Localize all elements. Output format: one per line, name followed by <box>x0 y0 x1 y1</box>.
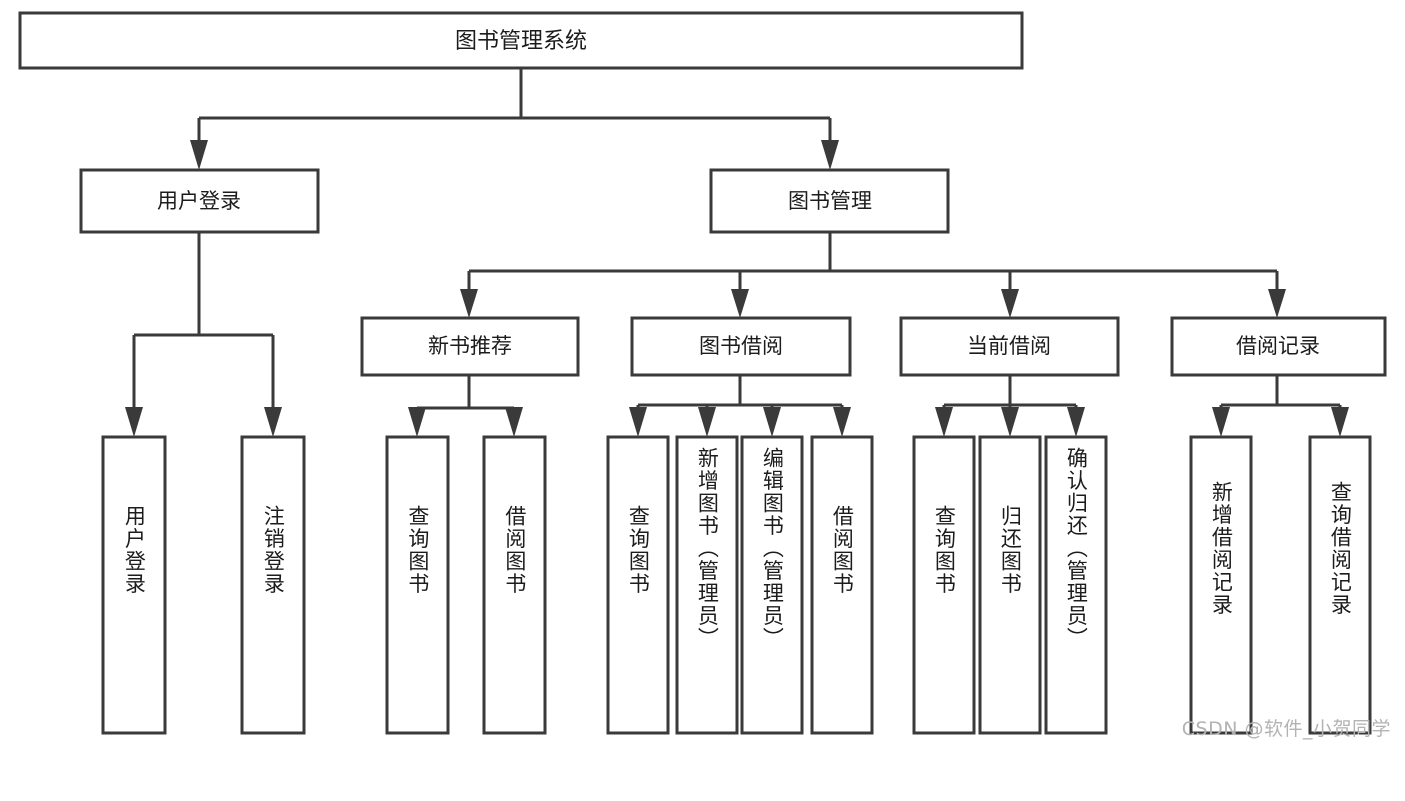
arrow-head-to-leaf-confirm-return-admin <box>1067 407 1085 437</box>
arrow-head-to-new-book-recommend <box>460 289 478 318</box>
leaf-user-login-box[interactable] <box>101 435 167 735</box>
node-borrow-record[interactable]: 借阅记录 <box>1170 316 1387 377</box>
node-book-borrow-label: 图书借阅 <box>699 334 783 358</box>
node-user-login-label: 用户登录 <box>157 189 241 213</box>
leaf-add-borrow-record-box[interactable] <box>1189 435 1253 735</box>
connector-new-book-recommend-to-leaves <box>415 375 516 419</box>
node-borrow-record-label: 借阅记录 <box>1236 334 1320 358</box>
node-new-book-recommend-label: 新书推荐 <box>428 334 512 358</box>
node-new-book-recommend[interactable]: 新书推荐 <box>360 316 580 377</box>
watermark-text: CSDN @软件_小贺同学 <box>1181 718 1391 740</box>
node-borrow-record-box[interactable] <box>1170 316 1387 377</box>
node-book-borrow-box[interactable] <box>630 316 852 377</box>
arrow-head-to-leaf-query-book-2 <box>629 407 647 437</box>
leaf-query-book-2-box[interactable] <box>606 435 670 735</box>
arrow-head-to-leaf-add-borrow-record <box>1212 407 1230 437</box>
leaf-return-book-box[interactable] <box>978 435 1042 735</box>
node-book-borrow[interactable]: 图书借阅 <box>630 316 852 377</box>
arrow-head-to-borrow-record <box>1268 289 1286 318</box>
leaf-borrow-book-2-box[interactable] <box>810 435 874 735</box>
arrow-head-to-leaf-user-login <box>125 407 143 437</box>
node-user-login-box[interactable] <box>79 168 320 234</box>
arrow-head-to-leaf-edit-book-admin <box>763 407 781 437</box>
node-book-management-label: 图书管理 <box>788 189 872 213</box>
arrow-head-to-book-management <box>821 140 839 170</box>
root-node-label: 图书管理系统 <box>455 29 587 54</box>
arrow-head-to-leaf-borrow-book-2 <box>833 407 851 437</box>
root-node-box[interactable] <box>18 11 1024 70</box>
connector-root-to-level2 <box>197 68 832 152</box>
root-node[interactable]: 图书管理系统 <box>18 11 1024 70</box>
arrow-head-to-user-login <box>190 140 208 170</box>
leaf-query-book-1-box[interactable] <box>385 435 450 735</box>
diagram-canvas: 图书管理系统 用户登录 图书管理 新书推荐 图书借阅 当前借阅 借阅记录 <box>18 11 1391 740</box>
connector-group <box>125 68 1349 437</box>
arrow-head-to-leaf-return-book <box>1001 407 1019 437</box>
arrow-head-to-current-borrow <box>1001 289 1019 318</box>
node-book-management[interactable]: 图书管理 <box>709 168 950 234</box>
arrow-head-to-leaf-query-book-1 <box>408 407 426 437</box>
node-current-borrow[interactable]: 当前借阅 <box>899 316 1120 377</box>
connector-borrow-record-to-leaves <box>1219 375 1342 419</box>
flowchart-svg: 图书管理系统 用户登录 图书管理 新书推荐 图书借阅 当前借阅 借阅记录 <box>18 11 1387 735</box>
node-current-borrow-box[interactable] <box>899 316 1120 377</box>
node-new-book-recommend-box[interactable] <box>360 316 580 377</box>
arrow-head-to-leaf-logout <box>264 407 282 437</box>
connector-book-borrow-to-leaves <box>636 375 844 419</box>
arrow-head-to-book-borrow <box>731 289 749 318</box>
connector-user-login-to-leaves <box>132 232 275 419</box>
arrow-head-to-leaf-query-book-3 <box>935 407 953 437</box>
leaf-logout-box[interactable] <box>240 435 306 735</box>
arrow-head-to-leaf-add-book-admin <box>698 407 716 437</box>
node-user-login[interactable]: 用户登录 <box>79 168 320 234</box>
leaf-borrow-book-1-box[interactable] <box>482 435 547 735</box>
leaf-confirm-return-admin-box[interactable] <box>1044 435 1108 735</box>
leaf-query-book-3-box[interactable] <box>912 435 976 735</box>
node-book-management-box[interactable] <box>709 168 950 234</box>
arrow-head-to-leaf-borrow-book-1 <box>505 407 523 437</box>
connector-book-management-to-level3 <box>467 232 1279 301</box>
node-current-borrow-label: 当前借阅 <box>967 334 1051 358</box>
leaf-add-book-admin-box[interactable] <box>675 435 739 735</box>
leaf-query-borrow-record-box[interactable] <box>1308 435 1372 735</box>
leaf-edit-book-admin-box[interactable] <box>740 435 804 735</box>
arrow-head-to-leaf-query-borrow-record <box>1331 407 1349 437</box>
